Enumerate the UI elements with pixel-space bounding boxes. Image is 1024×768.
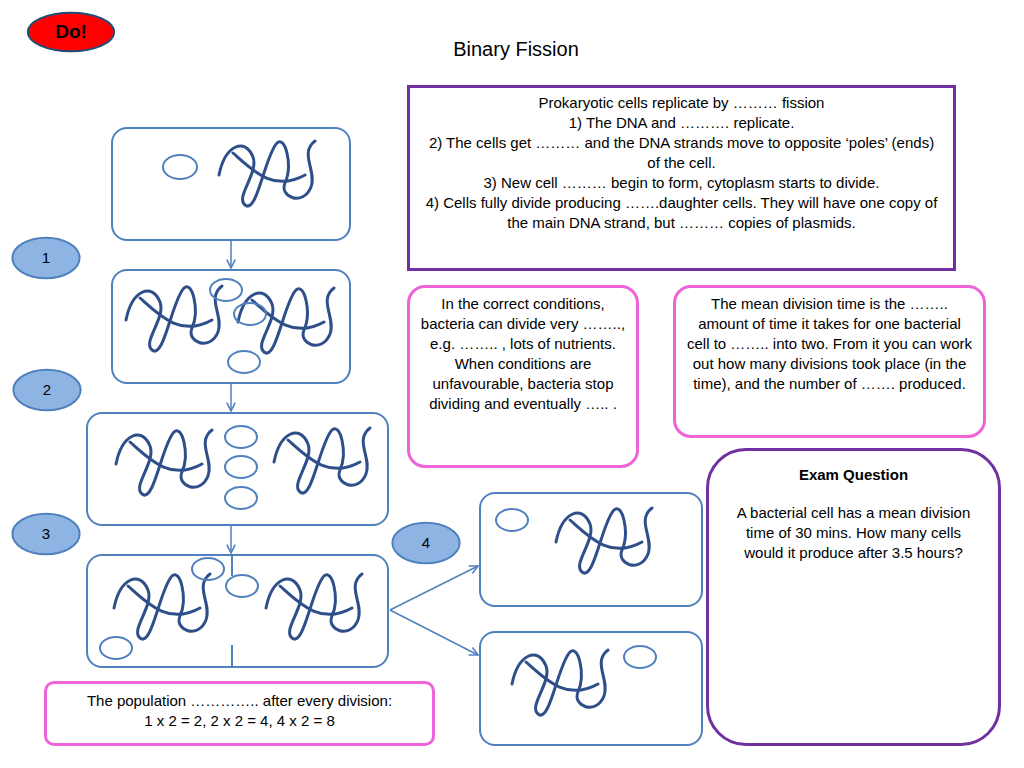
- text-holder: The mean division time is the …….. amoun…: [686, 294, 973, 394]
- box-heading: Prokaryotic cells replicate by ……… fissi…: [422, 93, 941, 113]
- page-title: Binary Fission: [366, 38, 666, 61]
- step-number-shape: [12, 514, 79, 554]
- cell-box: [87, 413, 388, 525]
- plasmid: [496, 509, 528, 531]
- step-number-shape: [12, 238, 79, 278]
- step-number: 3: [11, 512, 81, 556]
- box-text: 4: [422, 534, 430, 552]
- text-holder: Exam Question A bacterial cell has a mean…: [725, 465, 982, 563]
- cell-box: [480, 632, 702, 745]
- box-text: 3) New cell ……… begin to form, cytoplasm…: [422, 173, 941, 193]
- box-text: 3: [42, 525, 50, 543]
- step-number-shape: [13, 370, 80, 410]
- step-number: 4: [391, 521, 461, 565]
- text-holder: 3: [42, 525, 50, 543]
- population-box: The population ………….. after every divisi…: [44, 681, 435, 746]
- box-text: A bacterial cell has a mean division tim…: [725, 503, 982, 563]
- box-text: The mean division time is the …….. amoun…: [686, 294, 973, 394]
- step-number: 2: [12, 368, 82, 412]
- step-number: 1: [11, 236, 81, 280]
- plasmid: [225, 456, 257, 478]
- box-text: 2: [43, 381, 51, 399]
- box-text: In the correct conditions, bacteria can …: [420, 294, 626, 414]
- plasmid: [234, 303, 266, 325]
- dna-loop: [114, 574, 210, 639]
- text-holder: 1: [42, 249, 50, 267]
- division-time-box: The mean division time is the …….. amoun…: [673, 285, 986, 438]
- dna-loop: [238, 288, 334, 353]
- step-arrow: [230, 241, 232, 268]
- box-text: 1 x 2 = 2, 2 x 2 = 4, 4 x 2 = 8: [55, 711, 424, 731]
- cell-box: [87, 555, 388, 667]
- split-arrow: [390, 566, 478, 610]
- do-badge-shape: [28, 13, 114, 52]
- dna-loop: [116, 430, 212, 495]
- dna-loop: [274, 428, 370, 493]
- dna-loop: [556, 508, 652, 573]
- text-holder: The population ………….. after every divisi…: [55, 691, 424, 730]
- box-heading: The population ………….. after every divisi…: [55, 691, 424, 711]
- plasmid: [228, 351, 260, 373]
- step-arrow: [230, 384, 232, 411]
- plasmid: [210, 279, 242, 301]
- cell-box: [112, 128, 350, 240]
- dna-loop: [126, 286, 222, 351]
- exam-question-box: Exam Question A bacterial cell has a mean…: [706, 448, 1001, 746]
- cell-box: [480, 493, 702, 606]
- conditions-box: In the correct conditions, bacteria can …: [407, 285, 639, 468]
- text-holder: 4: [422, 534, 430, 552]
- split-arrow: [390, 610, 478, 655]
- plasmid: [226, 575, 258, 597]
- box-heading: Exam Question: [725, 465, 982, 485]
- plasmid: [624, 646, 656, 668]
- text-holder: Do!: [55, 21, 87, 44]
- plasmid: [100, 637, 132, 659]
- plasmid: [163, 155, 197, 179]
- plasmid: [225, 487, 257, 509]
- dividing-wall: [231, 645, 233, 667]
- cell-box: [112, 270, 350, 383]
- steps-box: Prokaryotic cells replicate by ……… fissi…: [407, 85, 956, 271]
- step-arrow: [230, 526, 232, 553]
- dna-loop: [219, 141, 315, 206]
- step-number-shape: [392, 523, 459, 563]
- do-badge: Do!: [26, 11, 116, 53]
- dna-loop: [512, 650, 608, 715]
- plasmid: [192, 558, 224, 580]
- text-holder: Prokaryotic cells replicate by ……… fissi…: [422, 93, 941, 233]
- dna-loop: [266, 574, 362, 639]
- dividing-wall: [231, 555, 233, 576]
- box-text: 1: [42, 249, 50, 267]
- box-text: 2) The cells get ……… and the DNA strands…: [422, 133, 941, 173]
- box-text: 4) Cells fully divide producing …….daugh…: [422, 193, 941, 233]
- box-text: 1) The DNA and ………. replicate.: [422, 113, 941, 133]
- text-holder: 2: [43, 381, 51, 399]
- box-text: Do!: [55, 21, 87, 44]
- plasmid: [225, 426, 257, 448]
- text-holder: In the correct conditions, bacteria can …: [420, 294, 626, 414]
